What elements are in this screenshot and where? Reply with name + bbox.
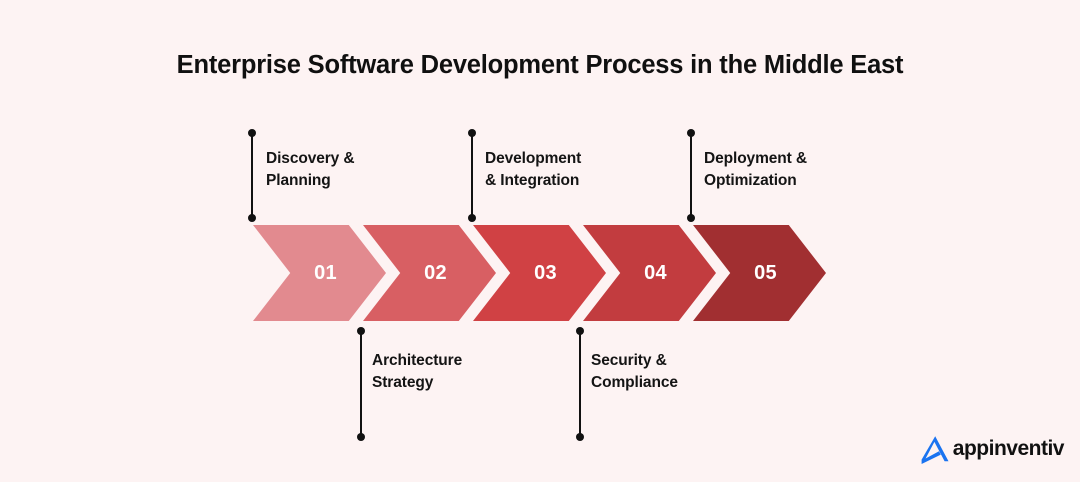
step-label-05: Deployment & Optimization [704, 150, 808, 190]
appinventiv-logo[interactable]: appinventiv [918, 434, 1065, 464]
connector-step-05 [687, 129, 695, 222]
connector-dot-top [687, 129, 695, 137]
step-number-05: 05 [754, 261, 777, 284]
connector-step-01 [248, 129, 256, 222]
connector-dot-bottom [687, 214, 695, 222]
connector-dot-top [468, 129, 476, 137]
appinventiv-arrow-icon [921, 436, 949, 464]
connector-dot-bottom [357, 433, 365, 441]
connector-step-02 [357, 327, 365, 441]
step-label-01: Discovery & Planning [266, 150, 355, 190]
process-chevron-strip: 01 02 03 04 05 [253, 225, 826, 321]
step-number-02: 02 [424, 261, 447, 284]
step-label-04: Security & Compliance [591, 352, 678, 392]
connector-dot-top [357, 327, 365, 335]
connector-step-04 [576, 327, 584, 441]
appinventiv-wordmark: appinventiv [952, 437, 1065, 460]
step-number-03: 03 [534, 261, 557, 284]
connector-dot-top [248, 129, 256, 137]
step-number-04: 04 [644, 261, 667, 284]
step-number-01: 01 [314, 261, 337, 284]
step-label-03: Development & Integration [485, 150, 582, 190]
connector-dot-bottom [468, 214, 476, 222]
connector-dot-top [576, 327, 584, 335]
connector-step-03 [468, 129, 476, 222]
chevron-step-01[interactable]: 01 [253, 225, 386, 321]
connector-dot-bottom [248, 214, 256, 222]
page-title: Enterprise Software Development Process … [176, 51, 904, 79]
step-label-02: Architecture Strategy [372, 352, 463, 392]
connector-dot-bottom [576, 433, 584, 441]
